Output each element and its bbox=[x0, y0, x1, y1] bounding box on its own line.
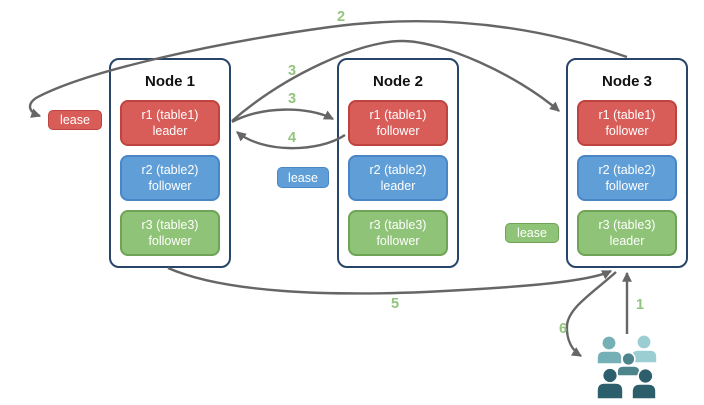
arrow-step5-node1-to-node3 bbox=[167, 266, 612, 295]
node-3-title: Node 3 bbox=[601, 73, 652, 90]
node-2-title: Node 2 bbox=[372, 73, 423, 90]
step-label-3b: 3 bbox=[287, 91, 297, 107]
replica-name: r3 (table3) bbox=[598, 217, 656, 232]
replica-name: r1 (table1) bbox=[598, 107, 656, 122]
replica-role: follower bbox=[148, 179, 192, 193]
lease-badge-green: lease bbox=[505, 223, 559, 243]
step-label-1: 1 bbox=[635, 297, 645, 313]
replica-name: r1 (table1) bbox=[369, 107, 427, 122]
replica-name: r2 (table2) bbox=[141, 162, 199, 177]
replica-role: follower bbox=[605, 124, 649, 138]
node-1-title: Node 1 bbox=[144, 73, 195, 90]
step-label-5: 5 bbox=[390, 296, 400, 312]
arrow-step6-node3-to-users bbox=[565, 271, 617, 358]
node-2-replica-r1: r1 (table1) follower bbox=[348, 100, 448, 146]
replica-role: leader bbox=[609, 234, 645, 248]
lease-badge-red: lease bbox=[48, 110, 102, 130]
lease-badge-blue: lease bbox=[277, 167, 329, 188]
replica-name: r1 (table1) bbox=[141, 107, 199, 122]
node-3-replica-r2: r2 (table2) follower bbox=[577, 155, 677, 201]
replica-role: follower bbox=[605, 179, 649, 193]
step-label-4: 4 bbox=[287, 130, 297, 146]
replica-role: follower bbox=[376, 124, 420, 138]
node-2: Node 2 r1 (table1) follower r2 (table2) … bbox=[337, 58, 459, 268]
replica-role: follower bbox=[376, 234, 420, 248]
replica-name: r2 (table2) bbox=[598, 162, 656, 177]
node-3-replica-r3: r3 (table3) leader bbox=[577, 210, 677, 256]
replica-role: leader bbox=[152, 124, 188, 138]
node-3-replica-r1: r1 (table1) follower bbox=[577, 100, 677, 146]
replica-name: r3 (table3) bbox=[141, 217, 199, 232]
step-label-3a: 3 bbox=[287, 63, 297, 79]
replica-role: leader bbox=[380, 179, 416, 193]
replica-name: r2 (table2) bbox=[369, 162, 427, 177]
step-label-6: 6 bbox=[558, 321, 568, 337]
node-1: Node 1 r1 (table1) leader r2 (table2) fo… bbox=[109, 58, 231, 268]
node-1-replica-r1: r1 (table1) leader bbox=[120, 100, 220, 146]
step-label-2: 2 bbox=[336, 9, 346, 25]
node-3: Node 3 r1 (table1) follower r2 (table2) … bbox=[566, 58, 688, 268]
users-group-icon bbox=[596, 333, 658, 400]
node-1-replica-r3: r3 (table3) follower bbox=[120, 210, 220, 256]
node-2-replica-r2: r2 (table2) leader bbox=[348, 155, 448, 201]
node-1-replica-r2: r2 (table2) follower bbox=[120, 155, 220, 201]
arrow-step3-node1-to-node2 bbox=[231, 108, 334, 124]
replica-role: follower bbox=[148, 234, 192, 248]
node-2-replica-r3: r3 (table3) follower bbox=[348, 210, 448, 256]
replica-name: r3 (table3) bbox=[369, 217, 427, 232]
